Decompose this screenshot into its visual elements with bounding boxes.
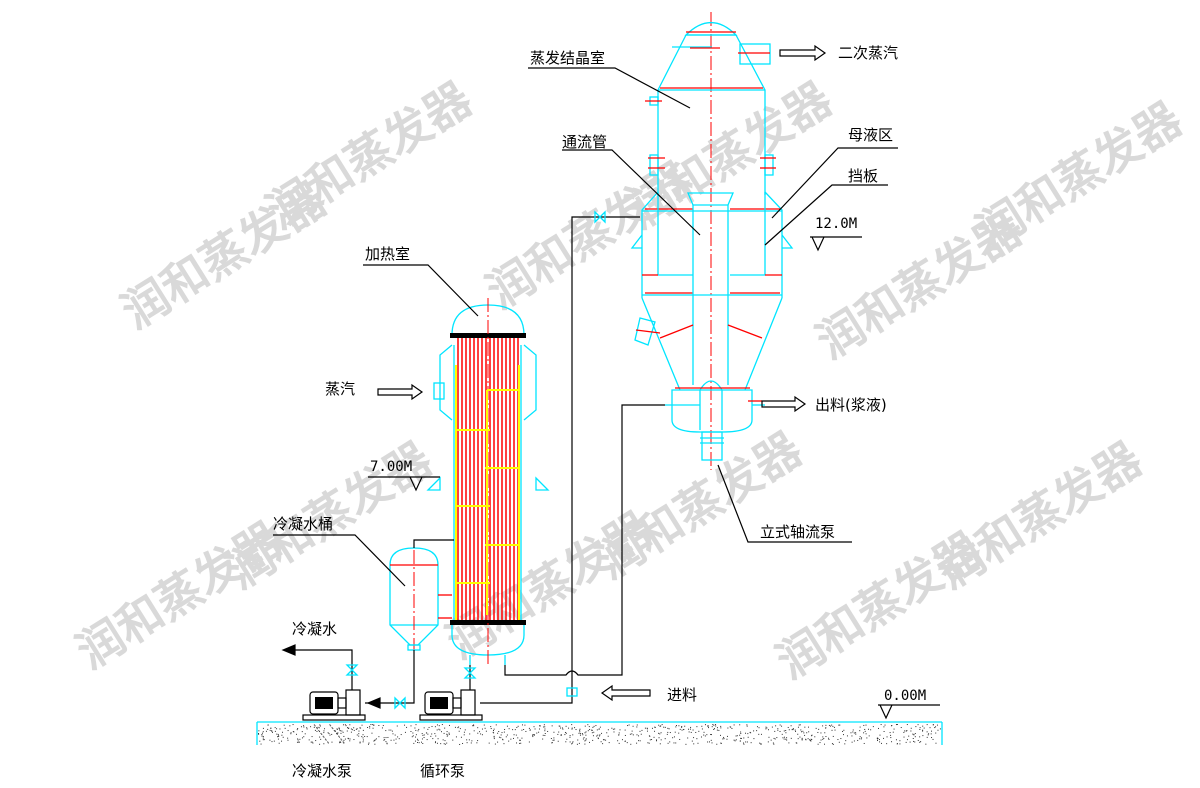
elevation-7: 7.00M bbox=[370, 459, 412, 475]
heating-chamber bbox=[426, 298, 550, 665]
label-crystallizer: 蒸发结晶室 bbox=[530, 49, 605, 67]
label-axial-pump: 立式轴流泵 bbox=[760, 523, 835, 541]
label-condensate-tank: 冷凝水桶 bbox=[273, 515, 333, 533]
watermark-layer: 润和蒸发器润和蒸发器润和蒸发器润和蒸发器润和蒸发器润和蒸发器润和蒸发器润和蒸发器… bbox=[67, 71, 1192, 689]
label-condensate-pump: 冷凝水泵 bbox=[292, 762, 352, 780]
watermark-text: 润和蒸发器 bbox=[257, 71, 482, 239]
flow-arrows bbox=[377, 44, 827, 702]
watermark-text: 润和蒸发器 bbox=[967, 91, 1192, 259]
condensate-pump bbox=[302, 689, 366, 721]
label-discharge: 出料(浆液) bbox=[815, 396, 887, 414]
elevation-12: 12.0M bbox=[815, 216, 857, 232]
label-steam: 蒸汽 bbox=[325, 380, 355, 398]
label-circulation-pump: 循环泵 bbox=[420, 762, 465, 780]
watermark-text: 润和蒸发器 bbox=[927, 431, 1152, 599]
label-condensate: 冷凝水 bbox=[292, 620, 337, 638]
label-draft-tube: 通流管 bbox=[562, 133, 607, 151]
circulation-pump bbox=[419, 689, 483, 721]
valves bbox=[345, 210, 606, 710]
elevation-0: 0.00M bbox=[884, 688, 926, 704]
label-baffle: 挡板 bbox=[848, 167, 878, 185]
condensate-tank bbox=[389, 547, 452, 651]
ground bbox=[256, 721, 943, 745]
leader-lines bbox=[273, 67, 940, 720]
label-heating-chamber: 加热室 bbox=[365, 245, 410, 263]
label-secondary-steam: 二次蒸汽 bbox=[838, 44, 898, 62]
label-feed: 进料 bbox=[667, 686, 697, 704]
label-mother-liquor-zone: 母液区 bbox=[848, 126, 893, 144]
piping bbox=[281, 216, 665, 709]
watermark-text: 润和蒸发器 bbox=[587, 421, 812, 589]
crystallizer-vessel bbox=[630, 12, 794, 470]
